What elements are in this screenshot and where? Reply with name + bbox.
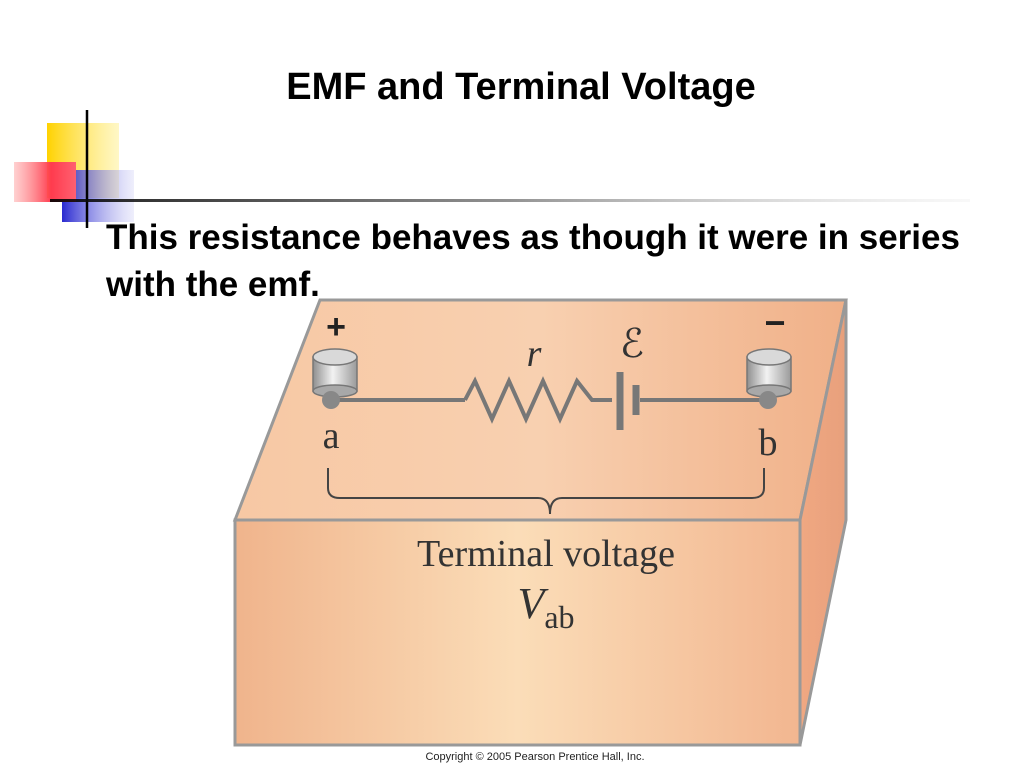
resistor-symbol bbox=[463, 376, 612, 424]
slide-decoration bbox=[14, 110, 970, 228]
bullet-text: This resistance behaves as though it wer… bbox=[106, 218, 960, 304]
resistor-label: r bbox=[527, 333, 542, 375]
terminal-a-label: a bbox=[323, 415, 340, 457]
horizontal-rule bbox=[50, 199, 970, 202]
terminal-voltage-caption: Terminal voltage bbox=[417, 533, 675, 575]
terminal-b-label: b bbox=[759, 422, 778, 464]
plus-sign: + bbox=[326, 308, 346, 346]
battery-front-face bbox=[233, 518, 802, 747]
red-square bbox=[14, 162, 76, 202]
voltage-subscript: ab bbox=[544, 599, 574, 635]
voltage-brace bbox=[327, 468, 765, 515]
terminal-post-positive bbox=[312, 348, 358, 398]
voltage-symbol: Vab bbox=[517, 579, 574, 635]
terminal-dot-b bbox=[759, 391, 777, 409]
voltage-symbol-v: V bbox=[517, 579, 549, 628]
terminal-dot-a bbox=[322, 391, 340, 409]
copyright-notice: Copyright © 2005 Pearson Prentice Hall, … bbox=[425, 751, 645, 763]
emf-label: ℰ bbox=[620, 321, 644, 366]
page-title: EMF and Terminal Voltage bbox=[286, 66, 756, 108]
terminal-post-negative bbox=[746, 348, 792, 398]
minus-sign: − bbox=[764, 302, 785, 343]
